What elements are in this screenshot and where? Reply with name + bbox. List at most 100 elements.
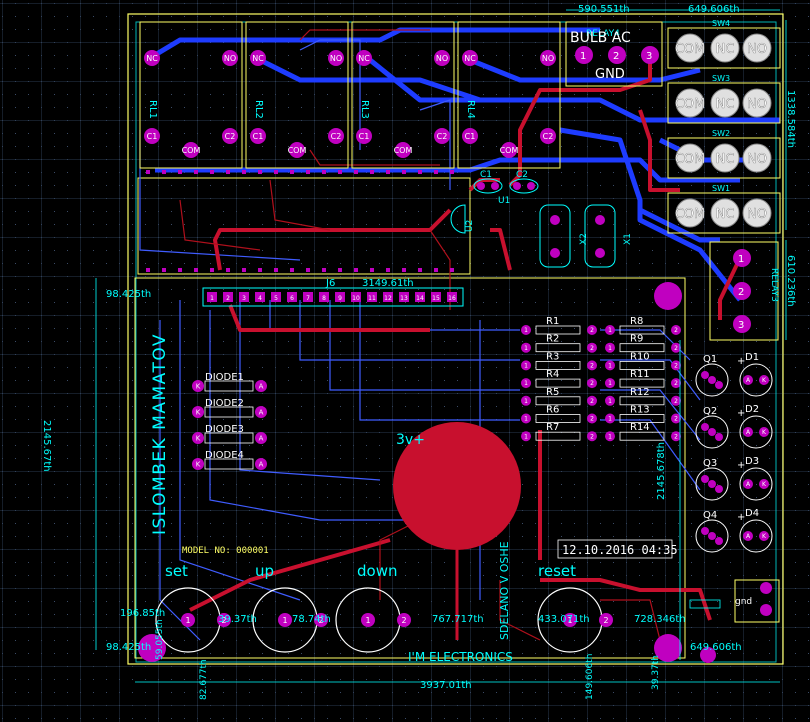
resistor-R5-pad-2[interactable] bbox=[587, 395, 597, 406]
c1-pad-b[interactable] bbox=[491, 182, 499, 190]
resistor-R13-pad-1[interactable] bbox=[605, 413, 615, 424]
button-1-pad-2[interactable] bbox=[217, 613, 231, 627]
switch-3-pad-2[interactable] bbox=[710, 143, 740, 173]
header-pin-10[interactable] bbox=[351, 292, 361, 302]
resistor-R4-pad-2[interactable] bbox=[587, 378, 597, 389]
relay4-no-pad[interactable] bbox=[540, 50, 556, 66]
header-pin-11[interactable] bbox=[367, 292, 377, 302]
transistor-2-pin-2[interactable] bbox=[708, 428, 716, 436]
led-1-k[interactable] bbox=[759, 375, 769, 385]
diode-4-k[interactable] bbox=[192, 458, 204, 470]
relay3-pin-3[interactable] bbox=[733, 315, 751, 333]
header-pin-4[interactable] bbox=[255, 292, 265, 302]
header-pin-9[interactable] bbox=[335, 292, 345, 302]
relay2-c1-pad[interactable] bbox=[250, 128, 266, 144]
resistor-R12-pad-1[interactable] bbox=[605, 395, 615, 406]
relay4-com-pad[interactable] bbox=[501, 142, 517, 158]
switch-1-pad-3[interactable] bbox=[742, 33, 772, 63]
transistor-4-pin-2[interactable] bbox=[708, 532, 716, 540]
relay2-no-pad[interactable] bbox=[328, 50, 344, 66]
mount-hole-top-right[interactable] bbox=[654, 282, 682, 310]
resistor-R13-pad-2[interactable] bbox=[671, 413, 681, 424]
resistor-R9-pad-1[interactable] bbox=[605, 342, 615, 353]
header-pin-13[interactable] bbox=[399, 292, 409, 302]
relay3-c1-pad[interactable] bbox=[356, 128, 372, 144]
power-connector[interactable]: gnd bbox=[689, 579, 780, 663]
relay4-c2-pad[interactable] bbox=[540, 128, 556, 144]
relay3-nc-pad[interactable] bbox=[356, 50, 372, 66]
diode-2-k[interactable] bbox=[192, 406, 204, 418]
led-4-k[interactable] bbox=[759, 531, 769, 541]
relay3-terminal[interactable]: RELAY3 1 2 3 bbox=[709, 241, 779, 341]
relay4-nc-pad[interactable] bbox=[462, 50, 478, 66]
resistor-R10-pad-1[interactable] bbox=[605, 360, 615, 371]
switch-4-pad-1[interactable] bbox=[675, 198, 705, 228]
resistor-R12-pad-2[interactable] bbox=[671, 395, 681, 406]
transistor-2-pin-3[interactable] bbox=[715, 433, 723, 441]
x2-pad-a[interactable] bbox=[550, 215, 560, 225]
switch-4-pad-2[interactable] bbox=[710, 198, 740, 228]
button-3-pad-1[interactable] bbox=[361, 613, 375, 627]
resistor-R14-pad-2[interactable] bbox=[671, 431, 681, 442]
transistor-1-pin-1[interactable] bbox=[701, 371, 709, 379]
x1-pad-a[interactable] bbox=[595, 215, 605, 225]
relay3-no-pad[interactable] bbox=[434, 50, 450, 66]
resistor-R5-pad-1[interactable] bbox=[521, 395, 531, 406]
diode-1-k[interactable] bbox=[192, 380, 204, 392]
diode-3-k[interactable] bbox=[192, 432, 204, 444]
transistor-1-pin-2[interactable] bbox=[708, 376, 716, 384]
relay3-pin-1[interactable] bbox=[733, 249, 751, 267]
diode-1-a[interactable] bbox=[255, 380, 267, 392]
button-2-pad-1[interactable] bbox=[278, 613, 292, 627]
relay2-c2-pad[interactable] bbox=[328, 128, 344, 144]
relay1-no-pad[interactable] bbox=[222, 50, 238, 66]
resistor-R11-pad-2[interactable] bbox=[671, 378, 681, 389]
resistor-R9-pad-2[interactable] bbox=[671, 342, 681, 353]
switch-3-pad-1[interactable] bbox=[675, 143, 705, 173]
switch-2-pad-1[interactable] bbox=[675, 88, 705, 118]
transistor-3-pin-2[interactable] bbox=[708, 480, 716, 488]
relay4-pin-3[interactable] bbox=[641, 46, 659, 64]
x1-pad-b[interactable] bbox=[595, 248, 605, 258]
header-pin-14[interactable] bbox=[415, 292, 425, 302]
diode-2-a[interactable] bbox=[255, 406, 267, 418]
led-4-a[interactable] bbox=[743, 531, 753, 541]
resistor-R3-pad-2[interactable] bbox=[587, 360, 597, 371]
relay2-com-pad[interactable] bbox=[289, 142, 305, 158]
button-4-pad-2[interactable] bbox=[599, 613, 613, 627]
resistor-R6-pad-1[interactable] bbox=[521, 413, 531, 424]
header-pin-8[interactable] bbox=[319, 292, 329, 302]
resistor-R10-pad-2[interactable] bbox=[671, 360, 681, 371]
resistor-R1-pad-2[interactable] bbox=[587, 325, 597, 335]
power-pad[interactable] bbox=[393, 422, 521, 550]
switch-1-pad-2[interactable] bbox=[710, 33, 740, 63]
relay4-pin-1[interactable] bbox=[575, 46, 593, 64]
small-pad[interactable] bbox=[700, 647, 716, 663]
power-pin-minus[interactable] bbox=[760, 604, 772, 616]
relay1-c2-pad[interactable] bbox=[222, 128, 238, 144]
transistor-3-pin-1[interactable] bbox=[701, 475, 709, 483]
resistor-R14-pad-1[interactable] bbox=[605, 431, 615, 442]
switch-2-pad-3[interactable] bbox=[742, 88, 772, 118]
resistor-R7-pad-2[interactable] bbox=[587, 431, 597, 442]
c2-pad-b[interactable] bbox=[527, 182, 535, 190]
header-pin-7[interactable] bbox=[303, 292, 313, 302]
relay1-com-pad[interactable] bbox=[183, 142, 199, 158]
transistor-1-pin-3[interactable] bbox=[715, 381, 723, 389]
resistor-R4-pad-1[interactable] bbox=[521, 378, 531, 389]
resistor-R2-pad-1[interactable] bbox=[521, 342, 531, 353]
header-pin-1[interactable] bbox=[207, 292, 217, 302]
c2-pad-a[interactable] bbox=[513, 182, 521, 190]
transistor-4-pin-3[interactable] bbox=[715, 537, 723, 545]
resistor-R1-pad-1[interactable] bbox=[521, 325, 531, 335]
resistor-R11-pad-1[interactable] bbox=[605, 378, 615, 389]
mount-hole-bottom-right[interactable] bbox=[654, 634, 682, 662]
relay4-pin-2[interactable] bbox=[608, 46, 626, 64]
transistor-4-pin-1[interactable] bbox=[701, 527, 709, 535]
mount-hole-bottom-left[interactable] bbox=[138, 634, 166, 662]
power-pin-plus[interactable] bbox=[760, 582, 772, 594]
switch-1-pad-1[interactable] bbox=[675, 33, 705, 63]
led-3-a[interactable] bbox=[743, 479, 753, 489]
led-2-a[interactable] bbox=[743, 427, 753, 437]
